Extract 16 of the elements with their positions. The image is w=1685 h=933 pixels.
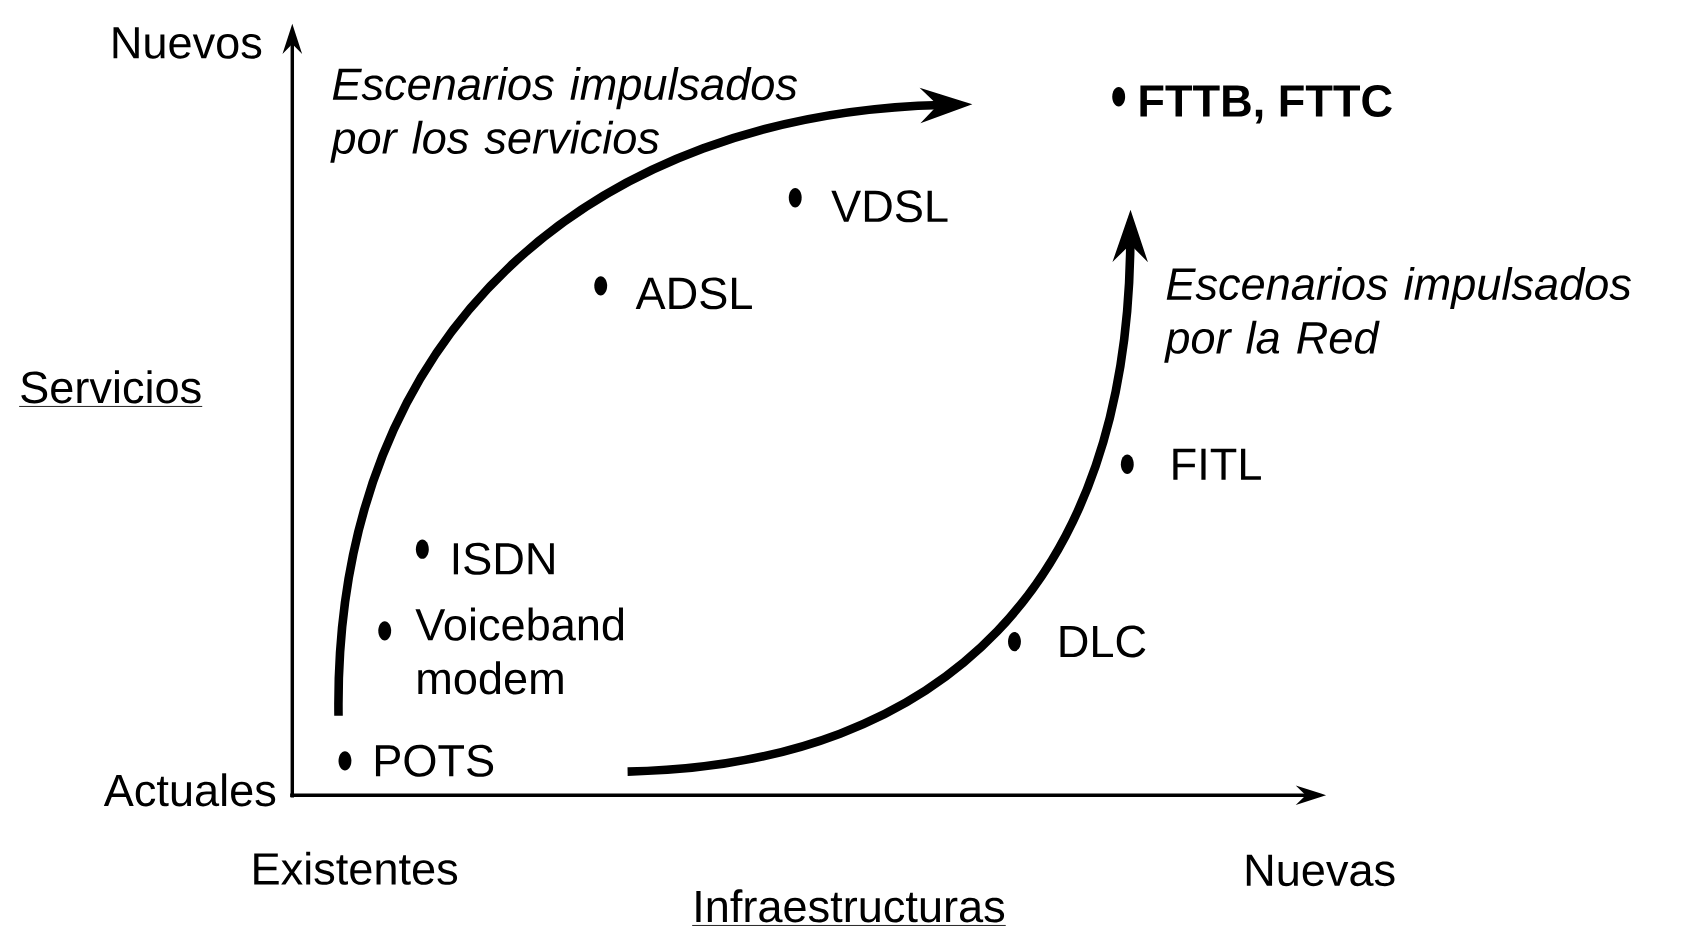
arrow-caption: Escenarios impulsados por la Red [1164,267,1631,363]
arrow-caption: Escenarios impulsados por los servicios [330,67,797,163]
point-label: FTTB, FTTC [1140,85,1392,124]
point-label: POTS [375,744,494,777]
axis-label: Existentes [254,851,458,885]
axis-title: Infraestructuras [691,889,1007,926]
axis-label: Actuales [103,773,276,807]
point-label: DLC [1060,625,1146,658]
point-label: Voiceband modem [415,607,624,695]
point-label: FITL [1173,448,1261,480]
axis-label: Nuevas [1246,854,1395,887]
axis-label: Nuevos [113,27,262,59]
point-label: ADSL [635,277,752,310]
point-label: ISDN [453,542,554,575]
point-label: VDSL [831,190,948,223]
axis-title: Servicios [18,370,203,407]
